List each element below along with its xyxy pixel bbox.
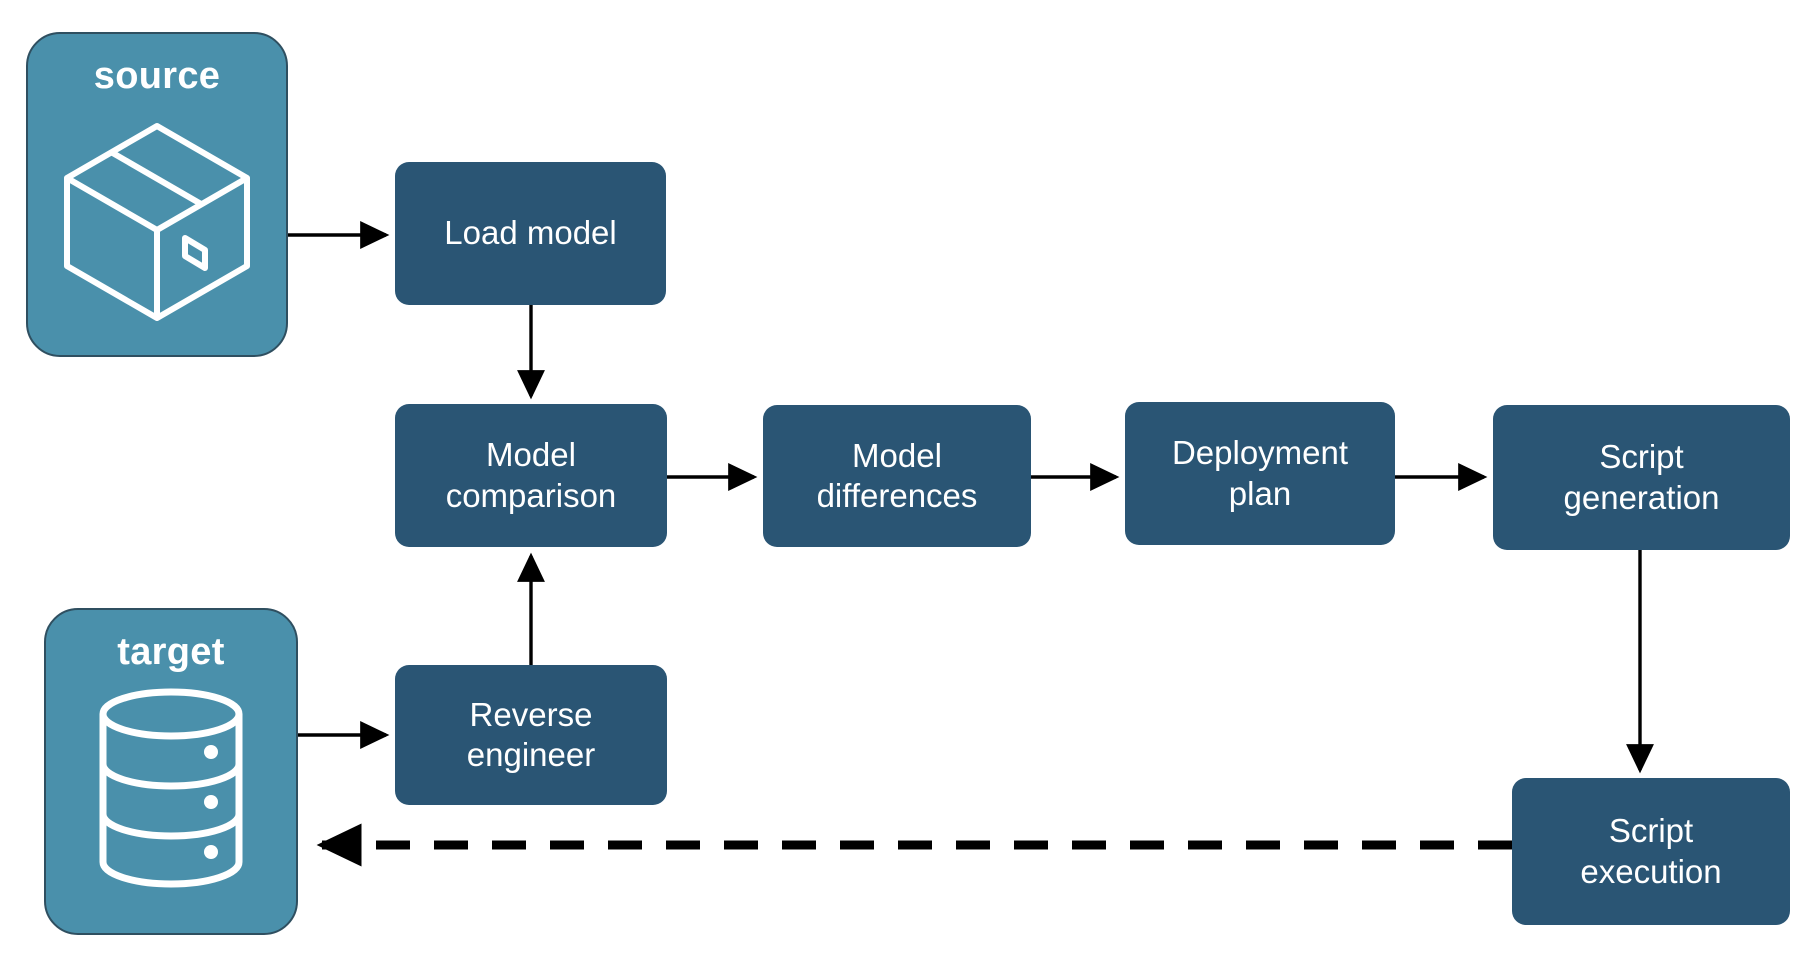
process-reverse-engineer-label: Reverse engineer — [466, 695, 596, 773]
process-script-execution[interactable]: Script execution — [1512, 778, 1790, 925]
database-cylinder-icon — [93, 688, 249, 893]
process-model-differences-label: Model differences — [816, 436, 978, 514]
process-load-model[interactable]: Load model — [395, 162, 666, 305]
process-deployment-plan-label: Deployment plan — [1171, 434, 1349, 512]
process-model-differences[interactable]: Model differences — [763, 405, 1031, 547]
package-box-icon — [59, 116, 255, 331]
process-script-execution-label: Script execution — [1580, 812, 1722, 890]
process-script-generation-label: Script generation — [1563, 438, 1720, 516]
endpoint-source[interactable]: source — [26, 32, 288, 357]
process-model-comparison[interactable]: Model comparison — [395, 404, 667, 547]
process-load-model-label: Load model — [444, 214, 617, 252]
endpoint-source-label: source — [93, 55, 221, 97]
process-script-generation[interactable]: Script generation — [1493, 405, 1790, 550]
endpoint-target-label: target — [117, 631, 225, 673]
process-reverse-engineer[interactable]: Reverse engineer — [395, 665, 667, 805]
process-deployment-plan[interactable]: Deployment plan — [1125, 402, 1395, 545]
process-model-comparison-label: Model comparison — [445, 436, 617, 514]
endpoint-target[interactable]: target — [44, 608, 298, 935]
